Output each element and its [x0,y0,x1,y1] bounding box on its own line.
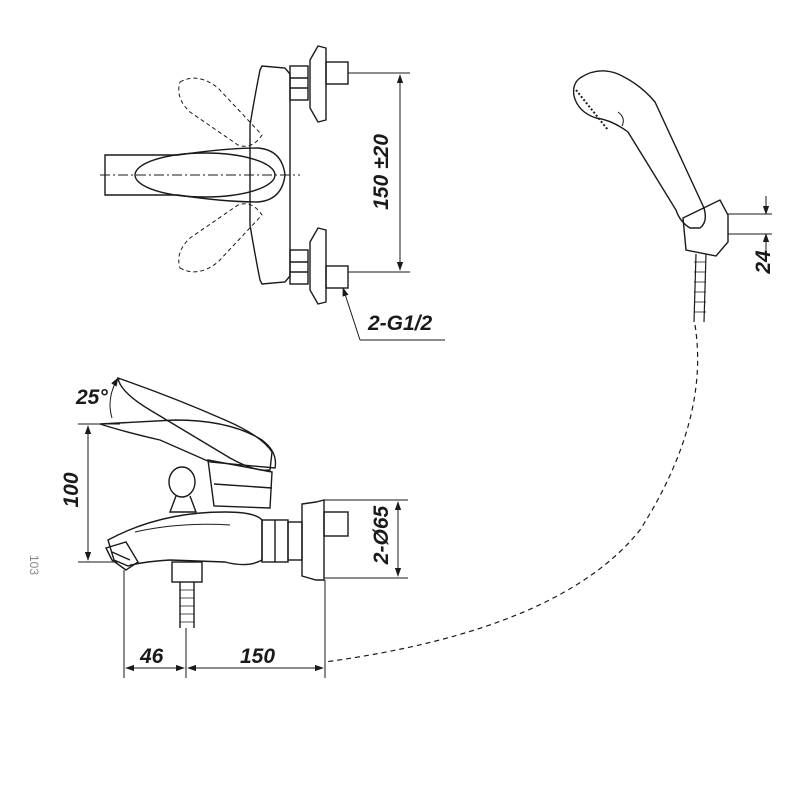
label-thread: 2-G1/2 [367,312,433,335]
shower-head-nozzles [575,89,609,131]
cartridge-housing [207,459,273,509]
upper-pipe [325,61,349,85]
dimension-bottom [123,570,326,678]
hand-shower [572,70,729,323]
stray-mark: 103 [27,555,41,575]
label-height-front-view: 100 [60,472,83,507]
top-view-lever-inner [134,152,276,198]
upper-flange [309,45,327,123]
lower-nut [289,249,309,285]
diverter-knob [168,466,196,498]
aerator [105,541,139,571]
front-nut-2 [287,521,303,561]
label-spout-offset: 46 [139,645,164,668]
top-view-lever-position-up [178,77,263,147]
dimension-flange-diameter [324,499,408,579]
top-view-body [249,65,291,285]
lower-flange [309,227,327,305]
shower-hose-line-1 [693,253,697,323]
hose-path [324,324,699,663]
diverter-stem [168,495,198,513]
front-flange [301,499,325,581]
label-height-top-view: 150 ±20 [370,134,393,210]
front-lever-level [99,419,277,469]
label-flange-diameter: 2-Ø65 [370,506,393,566]
upper-nut [289,65,309,101]
hose-connector [171,561,203,583]
front-pipe [323,511,349,537]
top-view-mixer [100,45,349,305]
dimension-150-20 [348,72,410,273]
top-view-lever [104,147,286,203]
label-holder-offset: 24 [752,250,775,275]
shower-holder [682,199,729,257]
front-lever-raised [117,376,273,471]
dimension-24 [728,196,772,252]
thread-leader [342,287,445,341]
lower-pipe [325,265,349,289]
spout-body [107,511,263,567]
dimension-100 [78,423,120,563]
label-lever-angle: 25° [75,386,108,409]
shower-handle [572,70,707,229]
front-view-mixer [99,376,349,628]
label-spout-length: 150 [240,645,275,668]
angle-25 [109,377,119,419]
top-view-lever-position-down [178,203,263,273]
shower-hose-line-2 [703,253,707,323]
